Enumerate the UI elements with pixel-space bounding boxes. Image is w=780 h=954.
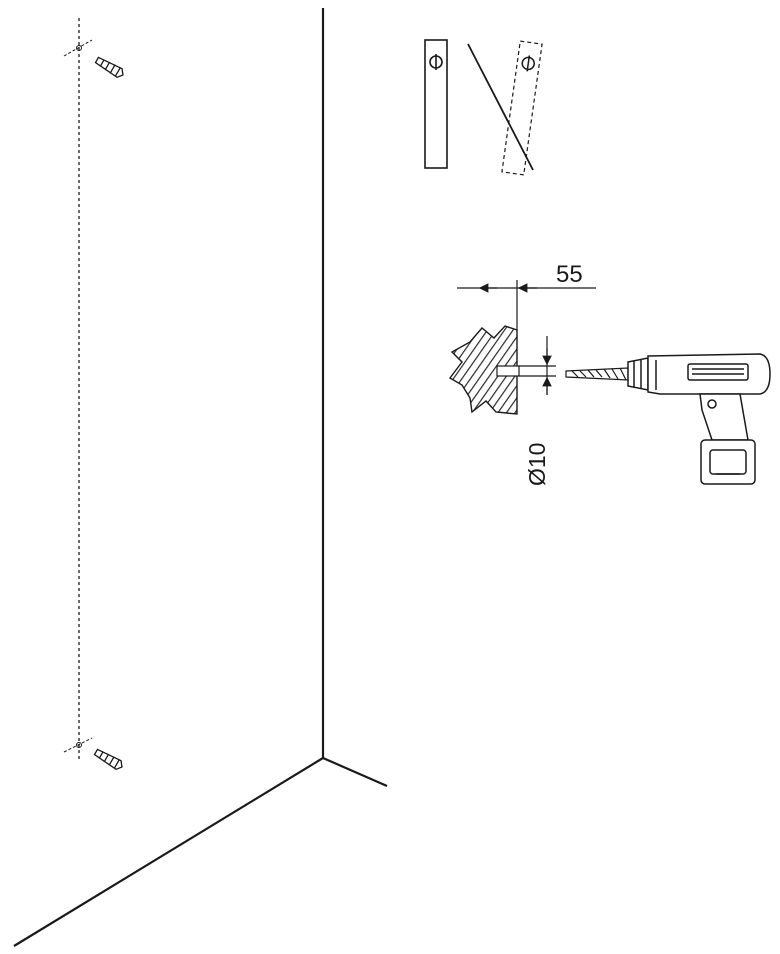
depth-dimension	[457, 280, 596, 330]
spirit-level-icon	[424, 39, 448, 169]
room-corner	[13, 8, 388, 947]
wall-plug-icon	[94, 56, 124, 79]
cordless-drill-icon	[627, 353, 771, 485]
spirit-level-tilted-incorrect	[467, 40, 543, 176]
depth-label: 55	[556, 261, 583, 288]
floor-edge-right	[322, 756, 388, 788]
drill-mark-bottom	[63, 737, 93, 753]
spirit-level-icon	[501, 40, 543, 176]
drilled-hole	[496, 365, 520, 377]
not-allowed-strike	[467, 43, 534, 171]
drill-mark-top	[63, 39, 93, 57]
drill-bit-icon	[565, 367, 629, 381]
wall-plug-icon	[93, 748, 123, 771]
diameter-dimension	[519, 336, 556, 395]
floor-edge-left	[13, 757, 324, 947]
wall-section	[448, 325, 520, 415]
diameter-label: Ø10	[524, 443, 550, 486]
plumb-line	[63, 18, 93, 760]
